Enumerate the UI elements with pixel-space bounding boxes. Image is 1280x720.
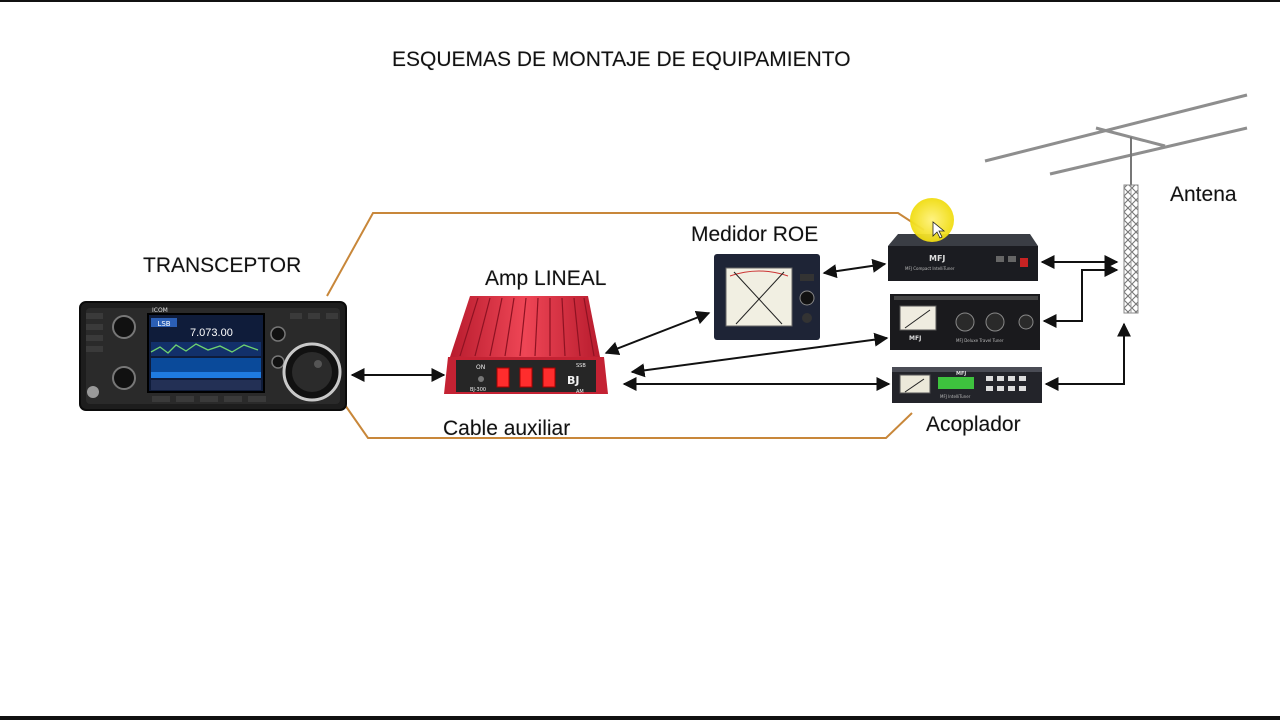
svg-text:MFJ: MFJ [909, 335, 921, 342]
svg-text:BJ: BJ [567, 374, 579, 387]
svg-text:AM: AM [576, 389, 584, 395]
aux-cable-top [326, 212, 925, 297]
antena-label: Antena [1170, 183, 1237, 206]
svg-text:MFJ Compact IntelliTuner: MFJ Compact IntelliTuner [905, 266, 955, 271]
svg-text:ON: ON [476, 364, 485, 371]
svg-text:MFJ: MFJ [929, 254, 945, 263]
arrow-tuner3-antenna [1044, 322, 1131, 391]
svg-text:LSB: LSB [157, 320, 170, 328]
svg-text:MFJ IntelliTuner: MFJ IntelliTuner [940, 394, 971, 399]
cable-auxiliar-label: Cable auxiliar [443, 417, 571, 440]
svg-text:MFJ Deluxe Travel Tuner: MFJ Deluxe Travel Tuner [956, 338, 1004, 343]
cursor-highlight [910, 198, 954, 242]
svg-text:7.073.00: 7.073.00 [190, 327, 233, 339]
svg-text:ICOM: ICOM [152, 307, 168, 314]
transceptor-label: TRANSCEPTOR [143, 254, 302, 277]
swr-meter-device [714, 254, 820, 340]
svg-text:BJ-300: BJ-300 [470, 387, 486, 393]
svg-text:MFJ: MFJ [956, 371, 966, 377]
connection-arrows [350, 255, 1131, 391]
medidor-roe-label: Medidor ROE [691, 223, 819, 246]
antenna-graphic [984, 93, 1248, 314]
tuner-3-device: MFJ MFJ IntelliTuner [892, 367, 1042, 403]
acoplador-label: Acoplador [926, 413, 1021, 436]
tuner-1-device: MFJ MFJ Compact IntelliTuner [888, 234, 1038, 281]
page-title: ESQUEMAS DE MONTAJE DE EQUIPAMIENTO [392, 48, 851, 71]
top-border [0, 0, 1280, 2]
transceiver-device: LSB 7.073.00 ICOM [79, 301, 347, 411]
bottom-border [0, 716, 1280, 720]
arrow-amp-roe [604, 311, 711, 355]
tuner-2-device: MFJ MFJ Deluxe Travel Tuner [890, 294, 1040, 350]
arrow-roe-tuner1 [822, 258, 887, 279]
arrow-tuner2-antenna [1042, 263, 1119, 328]
linear-amplifier-device: ON BJ SSB AM BJ-300 [444, 296, 608, 395]
svg-text:SSB: SSB [576, 363, 586, 369]
arrow-amp-tuner2 [630, 332, 889, 378]
aux-cable-bottom [344, 404, 913, 439]
mouse-pointer-icon [932, 221, 946, 239]
amp-lineal-label: Amp LINEAL [485, 267, 607, 290]
